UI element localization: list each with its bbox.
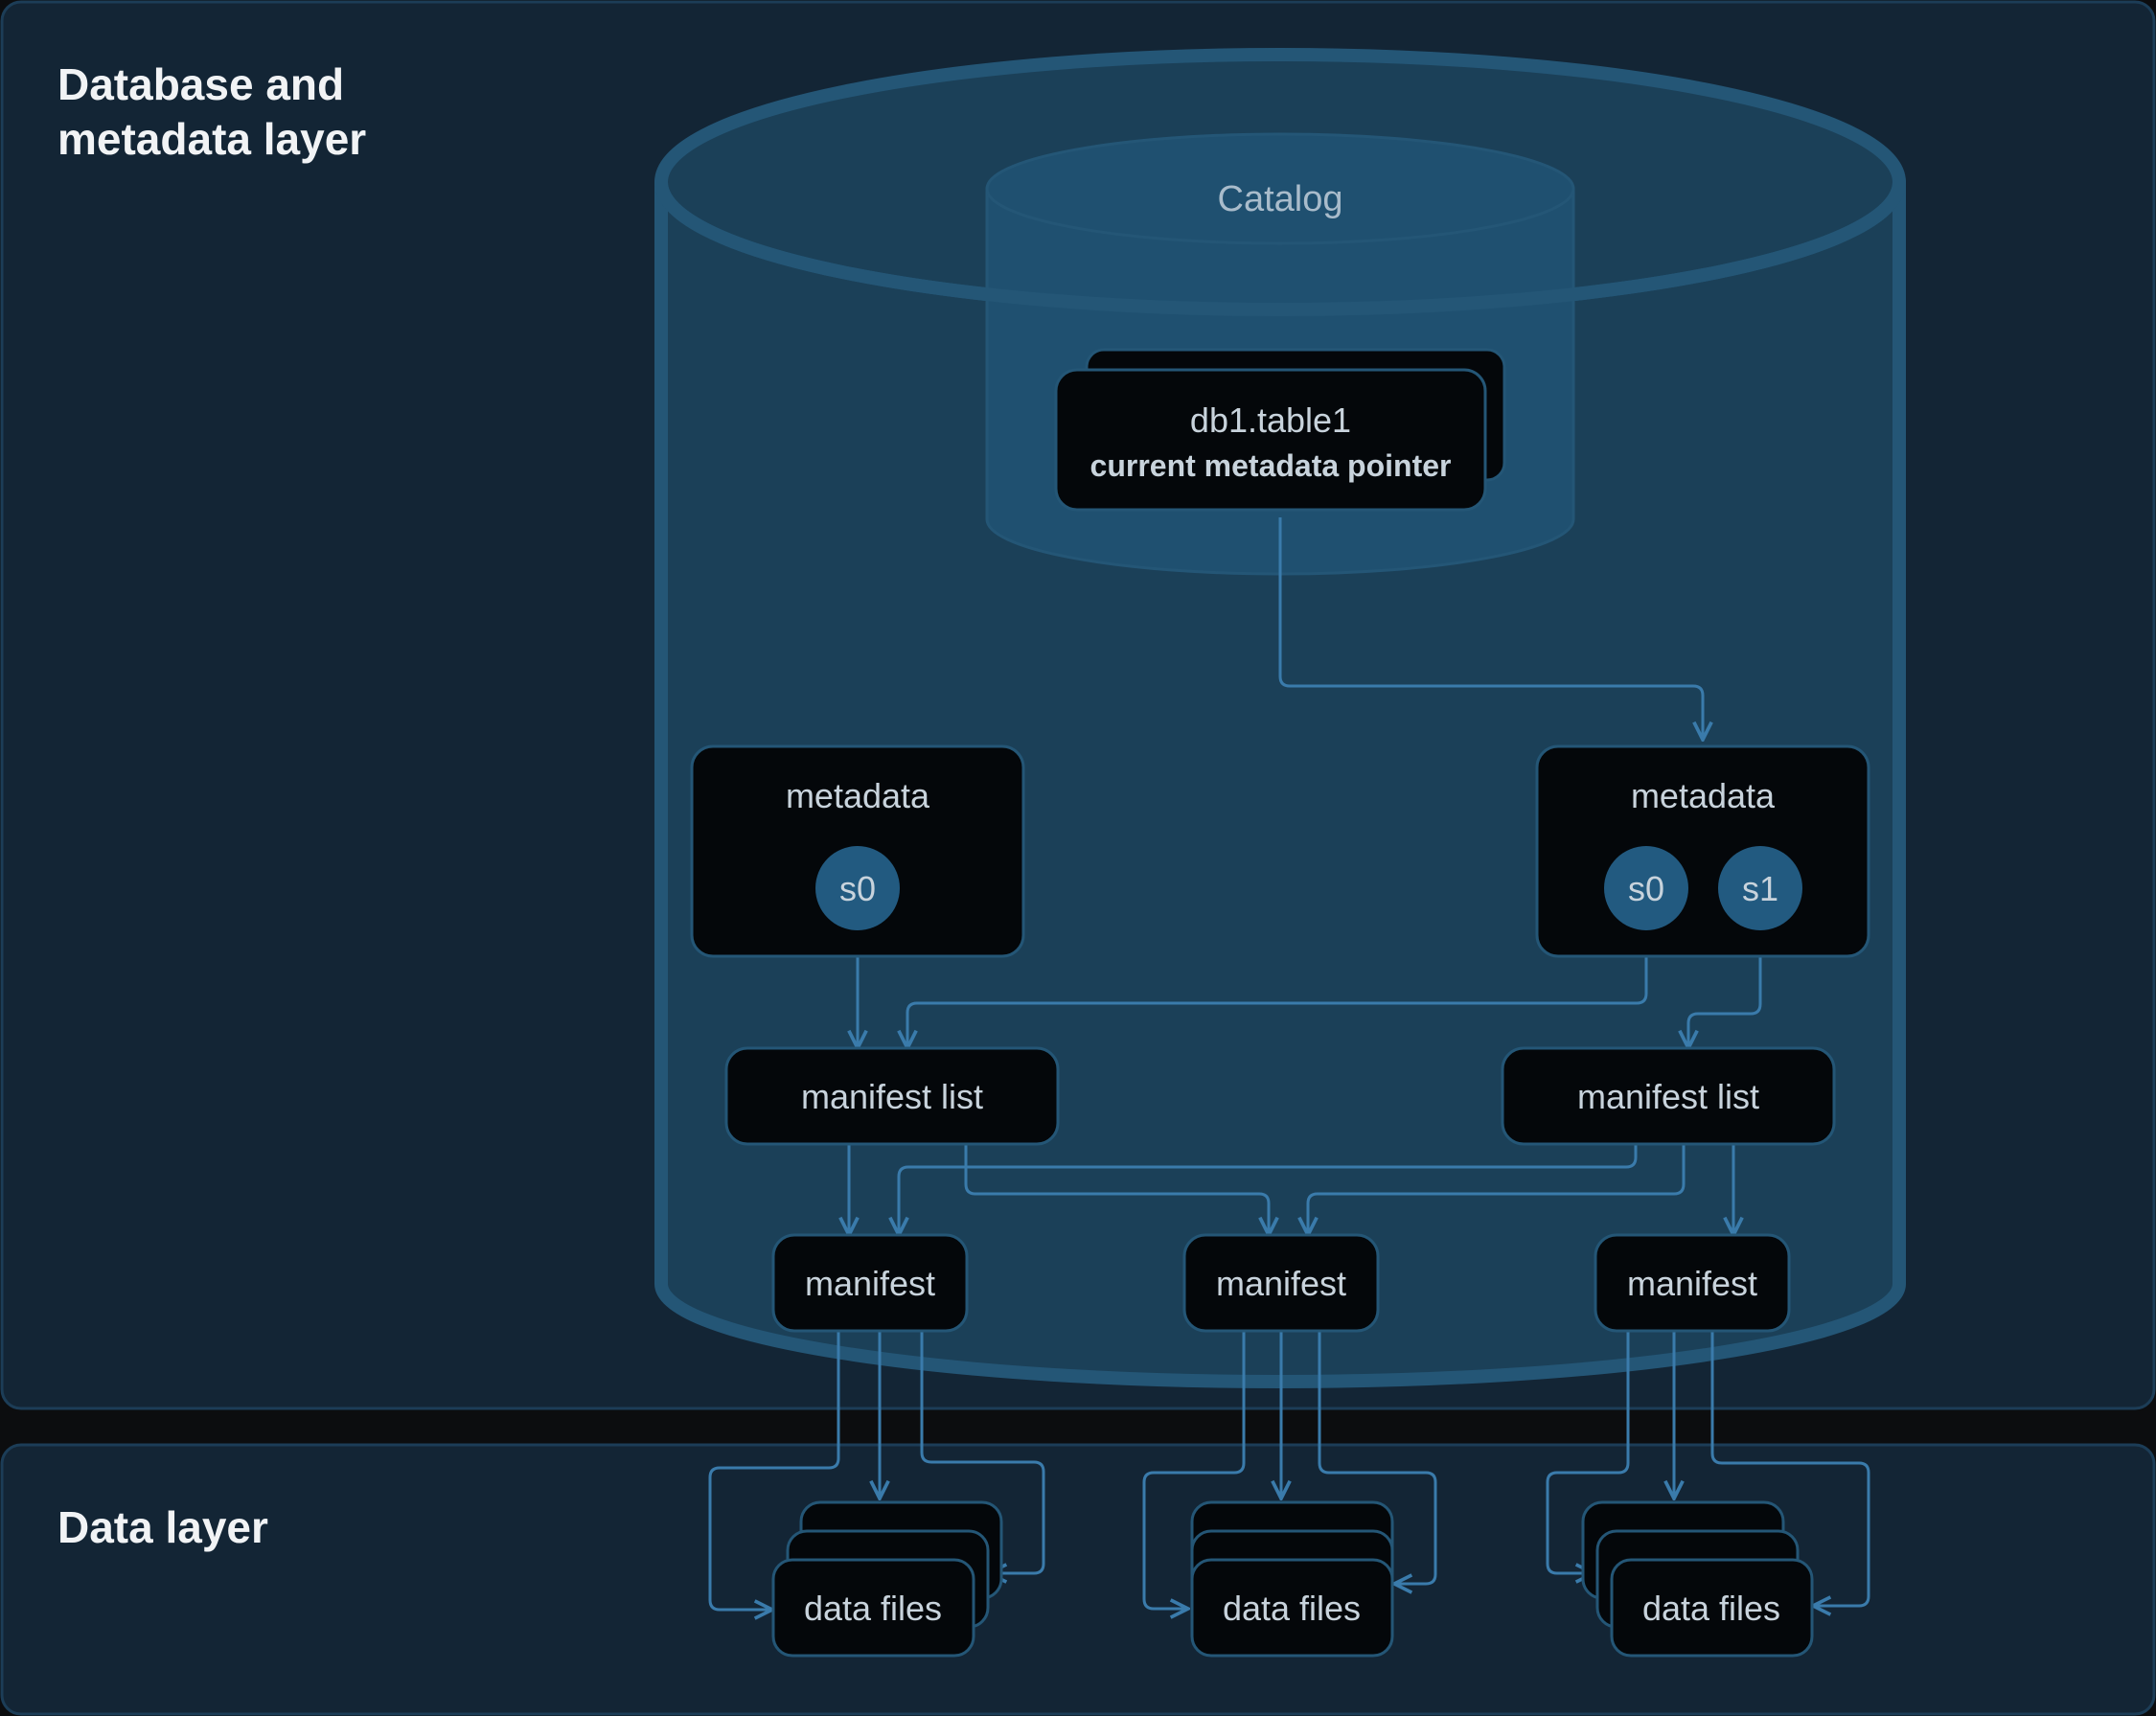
manifest-label: manifest: [805, 1264, 935, 1303]
metadata-layer-title-line2: metadata layer: [57, 114, 367, 164]
manifest2-to-files-left: [1142, 1331, 1246, 1609]
data-layer-title: Data layer: [57, 1502, 268, 1552]
pointer-to-metadata-connector: [1278, 517, 1703, 740]
data-files-label: data files: [1223, 1589, 1361, 1628]
table-name: db1.table1: [1190, 400, 1351, 440]
snapshot-s0[interactable]: s0: [1604, 846, 1688, 930]
manifest-list-label: manifest list: [1577, 1077, 1759, 1116]
list2-to-manifest1-connector: [899, 1144, 1638, 1235]
list2-to-manifest2-connector: [1308, 1144, 1686, 1235]
s1-to-manifest-list-connector: [1688, 929, 1762, 1048]
catalog-label: Catalog: [1218, 179, 1343, 219]
snapshot-label: s0: [839, 869, 876, 908]
pointer-description: current metadata pointer: [1090, 448, 1452, 483]
s0b-to-manifest-list-connector: [907, 929, 1648, 1048]
manifest-list-node[interactable]: manifest list: [724, 1046, 1060, 1146]
data-file-card: [1190, 1558, 1394, 1658]
metadata-label: metadata: [786, 776, 930, 815]
manifest3-to-files-left: [1546, 1331, 1630, 1573]
data-layer-panel: [0, 1443, 2156, 1716]
metadata-node[interactable]: metadata s0 s1: [1535, 744, 1870, 958]
table-pointer-node[interactable]: db1.table1 current metadata pointer: [1054, 368, 1487, 512]
metadata-layer-title-line1: Database and: [57, 59, 345, 109]
manifest-node[interactable]: manifest: [1182, 1233, 1380, 1333]
list1-to-manifest2-connector: [964, 1144, 1269, 1235]
connectors: [708, 517, 1870, 1610]
manifest-list-node[interactable]: manifest list: [1501, 1046, 1836, 1146]
snapshot-s1[interactable]: s1: [1718, 846, 1802, 930]
manifest-label: manifest: [1216, 1264, 1346, 1303]
manifest2-to-files-right: [1318, 1331, 1437, 1584]
data-files-stack[interactable]: data files: [771, 1500, 1003, 1658]
data-file-card: [1610, 1558, 1814, 1658]
data-files-stack[interactable]: data files: [1190, 1500, 1394, 1658]
data-files-label: data files: [1642, 1589, 1780, 1628]
manifest-node[interactable]: manifest: [771, 1233, 969, 1333]
data-files-label: data files: [804, 1589, 942, 1628]
snapshot-label: s0: [1628, 869, 1664, 908]
manifest-list-label: manifest list: [801, 1077, 983, 1116]
data-file-card: [771, 1558, 975, 1658]
metadata-layer-title: Database and metadata layer: [57, 57, 366, 167]
manifest-label: manifest: [1627, 1264, 1757, 1303]
manifest1-to-files-right: [920, 1331, 1045, 1573]
database-rim-front: [654, 181, 1906, 316]
manifest3-to-files-right: [1710, 1331, 1870, 1606]
manifest1-to-files-left: [708, 1331, 840, 1610]
snapshot-s0[interactable]: s0: [815, 846, 900, 930]
data-files-stack[interactable]: data files: [1581, 1500, 1814, 1658]
metadata-label: metadata: [1631, 776, 1776, 815]
metadata-node[interactable]: metadata s0: [690, 744, 1025, 958]
snapshot-label: s1: [1742, 869, 1778, 908]
manifest-node[interactable]: manifest: [1594, 1233, 1791, 1333]
